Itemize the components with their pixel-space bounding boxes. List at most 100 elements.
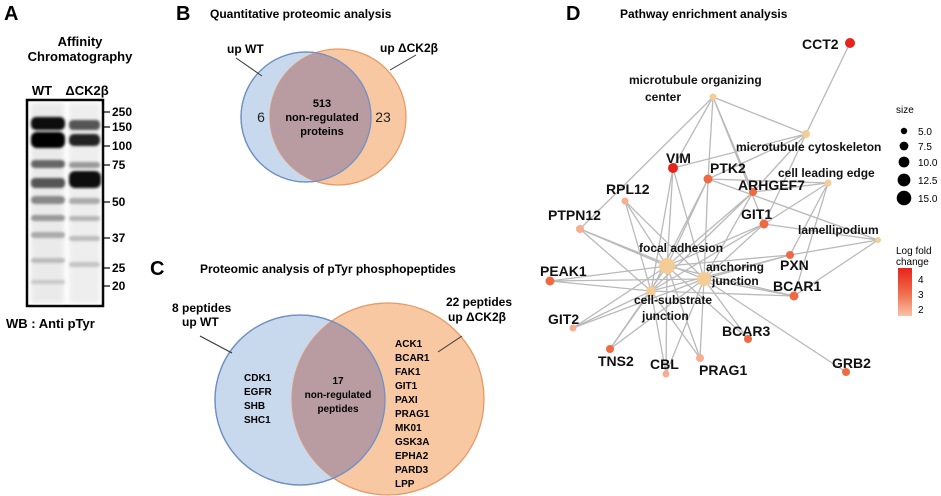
gene-node-cct2 (845, 38, 855, 48)
term-label-focal-adhesion: focal adhesion (639, 241, 723, 255)
network-edge (789, 182, 829, 256)
gene-label-cbl: CBL (650, 356, 679, 372)
gene-node-prag1 (696, 354, 704, 362)
network-edge (703, 278, 749, 340)
network-edge (793, 182, 829, 297)
term-labels: microtubule organizing center microtubul… (629, 73, 881, 323)
term-label-leading-edge: cell leading edge (778, 166, 875, 180)
network-edge (707, 133, 807, 180)
panel-b: B Quantitative proteomic analysis up WT … (176, 3, 438, 186)
network-edge (650, 290, 701, 359)
network-edge (650, 290, 795, 297)
venn-c-overlap-count: 17 (332, 376, 344, 387)
network-edge (666, 167, 674, 267)
network-edge (572, 265, 668, 329)
size-legend-dot (896, 190, 912, 206)
venn-c-right-item: GIT1 (395, 381, 418, 392)
venn-b-left-label: up WT (227, 42, 264, 56)
mw-marker: 20 (112, 279, 126, 293)
gene-node-vim (668, 163, 678, 173)
network-edge (707, 178, 879, 241)
network-edge (752, 182, 829, 193)
size-legend-dot (897, 173, 911, 187)
size-legend-value: 15.0 (918, 194, 938, 205)
network-edge (579, 96, 714, 230)
network-edge (549, 278, 705, 282)
network-edge (665, 278, 705, 375)
term-node-lamel (875, 237, 881, 243)
term-label-lamellipodium: lamellipodium (798, 223, 879, 237)
gene-label-arhgef7: ARHGEF7 (738, 177, 805, 193)
size-legend-value: 10.0 (918, 158, 938, 169)
size-legend-dot (900, 127, 908, 135)
venn-c-overlap-line2: peptides (317, 404, 359, 415)
venn-c-right-item: ACK1 (395, 339, 423, 350)
network-edge (703, 191, 754, 280)
venn-b-right-label: up ΔCK2β (380, 41, 438, 55)
gene-label-peak1: PEAK1 (540, 263, 587, 279)
gene-label-git1: GIT1 (741, 206, 772, 222)
venn-c-left-label-line1: 8 peptides (172, 301, 232, 315)
venn-c-right-item: FAK1 (395, 367, 421, 378)
western-blot (25, 98, 105, 308)
term-label-anchoring: junction (711, 274, 759, 288)
mw-marker: 150 (112, 120, 132, 134)
network-edge (572, 290, 652, 329)
size-legend-value: 7.5 (918, 142, 932, 153)
venn-c-right-label-line1: 22 peptides (446, 295, 512, 309)
mw-marker: 25 (112, 261, 126, 275)
gene-label-git2: GIT2 (548, 311, 579, 327)
blot-antibody-label: WB : Anti pTyr (6, 316, 95, 331)
gene-label-rpl12: RPL12 (606, 181, 650, 197)
color-legend-tick: 3 (918, 290, 924, 301)
panel-d: D Pathway enrichment analysis microtubul… (540, 3, 938, 378)
venn-c-right-item: PRAG1 (395, 409, 430, 420)
venn-c-overlap-line1: non-regulated (305, 390, 372, 401)
network-edge (707, 178, 829, 184)
blot-title-line2: Chromatography (28, 49, 134, 64)
network-edge (712, 96, 807, 135)
gene-node-bcar1 (789, 291, 799, 301)
venn-c-right-item: BCAR1 (395, 353, 430, 364)
gene-node-git2 (569, 324, 577, 332)
gene-label-ptk2: PTK2 (710, 160, 746, 176)
term-label-substrate: junction (641, 309, 689, 323)
size-legend-value: 12.5 (918, 176, 938, 187)
color-legend-bar (898, 268, 912, 316)
venn-b-overlap-line2: proteins (300, 126, 343, 138)
mw-marker: 100 (112, 139, 132, 153)
size-legend-value: 5.0 (918, 127, 932, 138)
color-legend-title: change (896, 257, 929, 268)
network-edge (763, 223, 879, 241)
panel-letter-b: B (176, 3, 190, 25)
network-edge (549, 280, 652, 292)
gene-label-tns2: TNS2 (598, 353, 634, 369)
mw-marker: 75 (112, 158, 126, 172)
network-edge (624, 200, 668, 267)
size-legend: size 5.0 7.5 10.0 12.5 15.0 (896, 105, 938, 206)
network-edge (666, 265, 795, 297)
gene-node-git1 (759, 219, 769, 229)
venn-c-right-item: GSK3A (395, 437, 429, 448)
panel-c: C Proteomic analysis of pTyr phosphopept… (150, 258, 512, 496)
network-edge (712, 96, 765, 225)
gene-node-ptk2 (703, 174, 713, 184)
gene-node-pxn (786, 251, 794, 259)
network-edge (703, 178, 709, 280)
venn-c-right-items: ACK1 BCAR1 FAK1 GIT1 PAXI PRAG1 MK01 GSK… (395, 339, 430, 490)
network-edge (650, 290, 667, 375)
network-edge (666, 265, 749, 340)
gene-label-cct2: CCT2 (802, 36, 839, 52)
gene-node-ptpn12 (576, 225, 584, 233)
network-edge (763, 182, 829, 225)
gene-node-rpl12 (621, 197, 629, 205)
gene-label-bcar1: BCAR1 (773, 278, 821, 294)
term-label-anchoring: anchoring (706, 260, 764, 274)
gene-node-cbl (662, 370, 670, 378)
venn-c-left-label-line2: up WT (182, 315, 219, 329)
network-edge (650, 178, 709, 292)
mw-marker: 37 (112, 231, 126, 245)
gene-label-bcar3: BCAR3 (722, 323, 770, 339)
gene-node-grb2 (842, 368, 850, 376)
venn-c-left-item: CDK1 (244, 373, 272, 384)
